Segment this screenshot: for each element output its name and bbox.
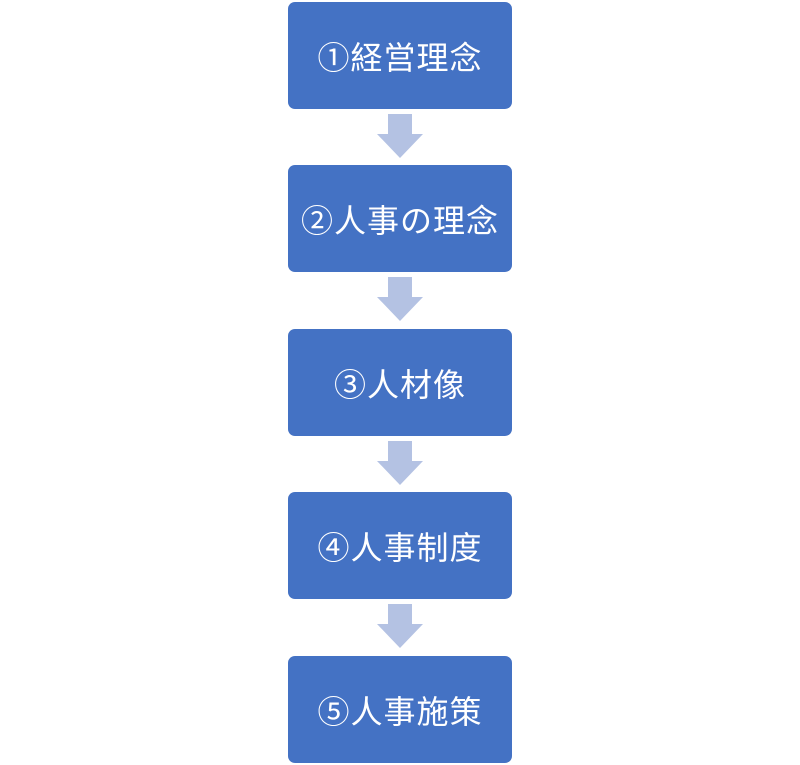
step-box-2: ②人事の理念 bbox=[288, 165, 512, 272]
down-arrow-icon bbox=[377, 604, 423, 648]
step-label-3: ③人材像 bbox=[333, 365, 466, 404]
down-arrow-icon bbox=[377, 114, 423, 158]
step-box-5: ⑤人事施策 bbox=[288, 656, 512, 763]
step-box-4: ④人事制度 bbox=[288, 492, 512, 599]
step-label-1: ①経営理念 bbox=[317, 38, 483, 77]
step-box-1: ①経営理念 bbox=[288, 2, 512, 109]
step-label-5: ⑤人事施策 bbox=[317, 692, 483, 731]
down-arrow-icon bbox=[377, 441, 423, 485]
down-arrow-icon bbox=[377, 277, 423, 321]
step-label-4: ④人事制度 bbox=[317, 528, 483, 567]
step-label-2: ②人事の理念 bbox=[300, 201, 499, 240]
step-box-3: ③人材像 bbox=[288, 329, 512, 436]
